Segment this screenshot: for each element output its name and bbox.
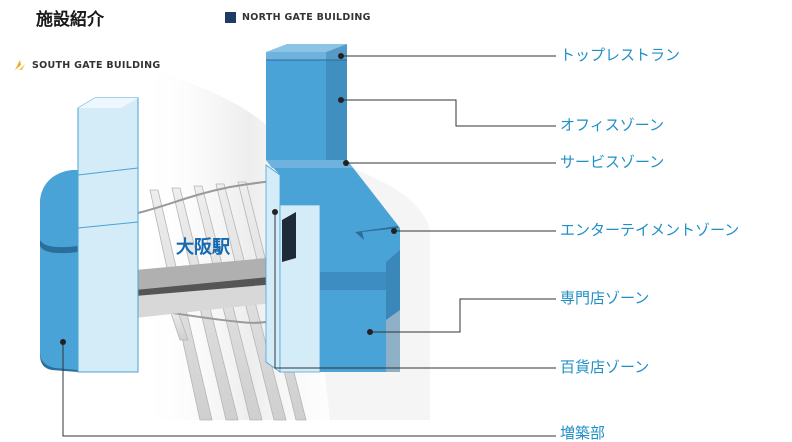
south-gate-building xyxy=(40,97,139,373)
zone-label-extension: 増築部 xyxy=(560,424,606,442)
south-gate-logo: SOUTH GATE BUILDING xyxy=(14,59,160,71)
station-label: 大阪駅 xyxy=(176,237,230,258)
leader-lines xyxy=(62,55,556,437)
north-gate-logo-text: NORTH GATE BUILDING xyxy=(242,12,371,23)
zone-label-entertainment: エンターテイメントゾーン xyxy=(560,221,740,239)
walkway-bridge xyxy=(135,255,300,318)
zone-label-service: サービスゾーン xyxy=(560,153,665,171)
south-gate-logo-text: SOUTH GATE BUILDING xyxy=(32,59,161,71)
zone-label-office: オフィスゾーン xyxy=(560,116,664,134)
zone-label-top-restaurant: トップレストラン xyxy=(560,46,681,64)
zone-label-specialty: 専門店ゾーン xyxy=(560,289,650,307)
north-gate-logo: NORTH GATE BUILDING xyxy=(225,12,371,23)
zone-label-department: 百貨店ゾーン xyxy=(560,358,650,376)
north-gate-building xyxy=(265,44,400,373)
page-title: 施設紹介 xyxy=(36,10,104,30)
north-gate-logo-icon xyxy=(225,12,236,23)
south-gate-logo-icon xyxy=(15,60,25,70)
anchor-dots xyxy=(60,53,397,345)
